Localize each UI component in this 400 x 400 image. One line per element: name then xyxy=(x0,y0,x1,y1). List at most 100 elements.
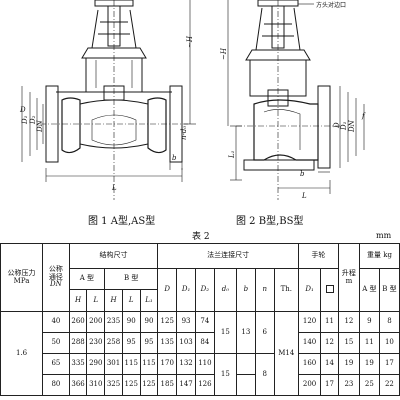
cell-wa: 25 xyxy=(358,374,380,396)
cell-dw: 200 xyxy=(297,374,322,396)
cell-d1: 147 xyxy=(176,374,196,396)
header-col-h-b: H xyxy=(104,289,123,312)
cell-d: 170 xyxy=(157,353,178,375)
header-col-d: D xyxy=(157,268,178,312)
fig1-dim-l: L xyxy=(111,184,117,192)
cell-h-a: 288 xyxy=(68,332,88,354)
cell-sq: 14 xyxy=(320,353,339,375)
cell-l-a: 230 xyxy=(86,332,106,354)
cell-l-a: 200 xyxy=(86,311,106,333)
header-weight-b: B 型 xyxy=(378,268,400,312)
cell-d2: 74 xyxy=(194,311,215,333)
valve-drawings: ~H D D₁ D₂ DN n-d₀ L b 方头对边口 ~H L₁ D D₁ … xyxy=(19,0,366,200)
cell-d: 135 xyxy=(157,332,178,354)
figure-1-caption: 图 1 A型,AS型 xyxy=(88,216,156,227)
header-col-b: b xyxy=(235,268,256,312)
cell-m: 23 xyxy=(337,374,360,396)
header-col-l1: L₁ xyxy=(139,289,159,312)
table-row: 50 288 230 258 95 95 135 103 84 140 12 1… xyxy=(1,332,400,354)
cell-b xyxy=(235,353,256,375)
header-col-l-b: L xyxy=(121,289,141,312)
cell-sq: 11 xyxy=(320,311,339,333)
header-col-d2: D₂ xyxy=(194,268,215,312)
cell-dn: 80 xyxy=(42,374,70,396)
cell-dw: 140 xyxy=(297,332,322,354)
header-type-b: B 型 xyxy=(104,268,159,290)
cell-m: 19 xyxy=(337,353,360,375)
header-col-l-a: L xyxy=(86,289,106,312)
fig1-dim-d0: n-d₀ xyxy=(180,126,188,140)
cell-d2: 84 xyxy=(194,332,215,354)
figure-1-drawing xyxy=(21,0,196,200)
cell-dw: 160 xyxy=(297,353,322,375)
table-title: 表 2 xyxy=(192,232,210,242)
cell-h-b: 258 xyxy=(104,332,123,354)
header-weight: 重量 kg xyxy=(358,243,400,269)
cell-dn: 65 xyxy=(42,353,70,375)
cell-wa: 11 xyxy=(358,332,380,354)
cell-sq: 12 xyxy=(320,332,339,354)
cell-b xyxy=(235,374,256,396)
cell-l-a: 290 xyxy=(86,353,106,375)
cell-wb: 8 xyxy=(378,311,400,333)
cell-d1: 132 xyxy=(176,353,196,375)
header-type-a: A 型 xyxy=(68,268,106,290)
cell-d: 185 xyxy=(157,374,178,396)
cell-h-b: 235 xyxy=(104,311,123,333)
header-handwheel: 手轮 xyxy=(298,243,339,269)
table-row: 65 335 290 301 115 115 170 132 110 15 8 … xyxy=(1,353,400,396)
fig2-dim-d: D xyxy=(333,122,341,129)
cell-h-a: 260 xyxy=(68,311,88,333)
cell-sq: 17 xyxy=(320,374,339,396)
cell-dn: 40 xyxy=(42,311,70,333)
pressure-cell: 1.6 xyxy=(0,311,44,396)
header-weight-a: A 型 xyxy=(358,268,380,312)
cell-h-a: 335 xyxy=(68,353,88,375)
cell-l-b: 95 xyxy=(121,332,141,354)
fig1-dim-d2: D₂ xyxy=(29,115,37,125)
header-col-d0: d₀ xyxy=(213,268,237,312)
cell-m: 15 xyxy=(337,332,360,354)
cell-th-merged: M14 xyxy=(273,311,300,396)
fig2-dim-d1: D₁ xyxy=(340,121,348,131)
cell-wa: 9 xyxy=(358,311,380,333)
cell-d0-merged: 15 xyxy=(213,311,237,354)
unit-label: mm xyxy=(376,231,392,240)
header-col-h-a: H xyxy=(68,289,88,312)
cell-h-b: 325 xyxy=(104,374,123,396)
header-col-n: n xyxy=(254,268,275,312)
cell-wb: 22 xyxy=(378,374,400,396)
cell-d: 125 xyxy=(157,311,178,333)
header-col-square xyxy=(320,268,339,312)
cell-wb: 10 xyxy=(378,332,400,354)
cell-dn: 50 xyxy=(42,332,70,354)
cell-l1: 115 xyxy=(139,353,159,375)
cell-b-merged: 13 xyxy=(235,311,256,354)
header-flange: 法兰连接尺寸 xyxy=(157,243,299,269)
cell-l-a: 310 xyxy=(86,374,106,396)
table-row: 1.6 40 260 200 235 90 90 125 93 74 15 13… xyxy=(0,311,400,396)
cell-l-b: 115 xyxy=(121,353,141,375)
cell-d2: 110 xyxy=(194,353,215,375)
fig2-dim-h: ~H xyxy=(220,47,228,60)
table-row: 80 366 310 325 125 125 185 147 126 200 1… xyxy=(1,374,400,396)
cell-l-b: 90 xyxy=(121,311,141,333)
cell-l1: 125 xyxy=(139,374,159,396)
header-col-d1: D₁ xyxy=(176,268,196,312)
cell-n-merged: 6 xyxy=(254,311,275,354)
cell-h-b: 301 xyxy=(104,353,123,375)
header-struct: 结构尺寸 xyxy=(68,243,159,269)
header-col-dw: D₁ xyxy=(297,268,322,312)
fig1-dim-d: D xyxy=(19,106,26,114)
fig2-dim-l1: L₁ xyxy=(228,150,236,159)
cell-wb: 17 xyxy=(378,353,400,375)
cell-l1: 90 xyxy=(139,311,159,333)
cell-l1: 95 xyxy=(139,332,159,354)
fig2-dim-b: b xyxy=(300,170,305,178)
cell-wa: 19 xyxy=(358,353,380,375)
fig2-dim-l: L xyxy=(301,192,307,200)
